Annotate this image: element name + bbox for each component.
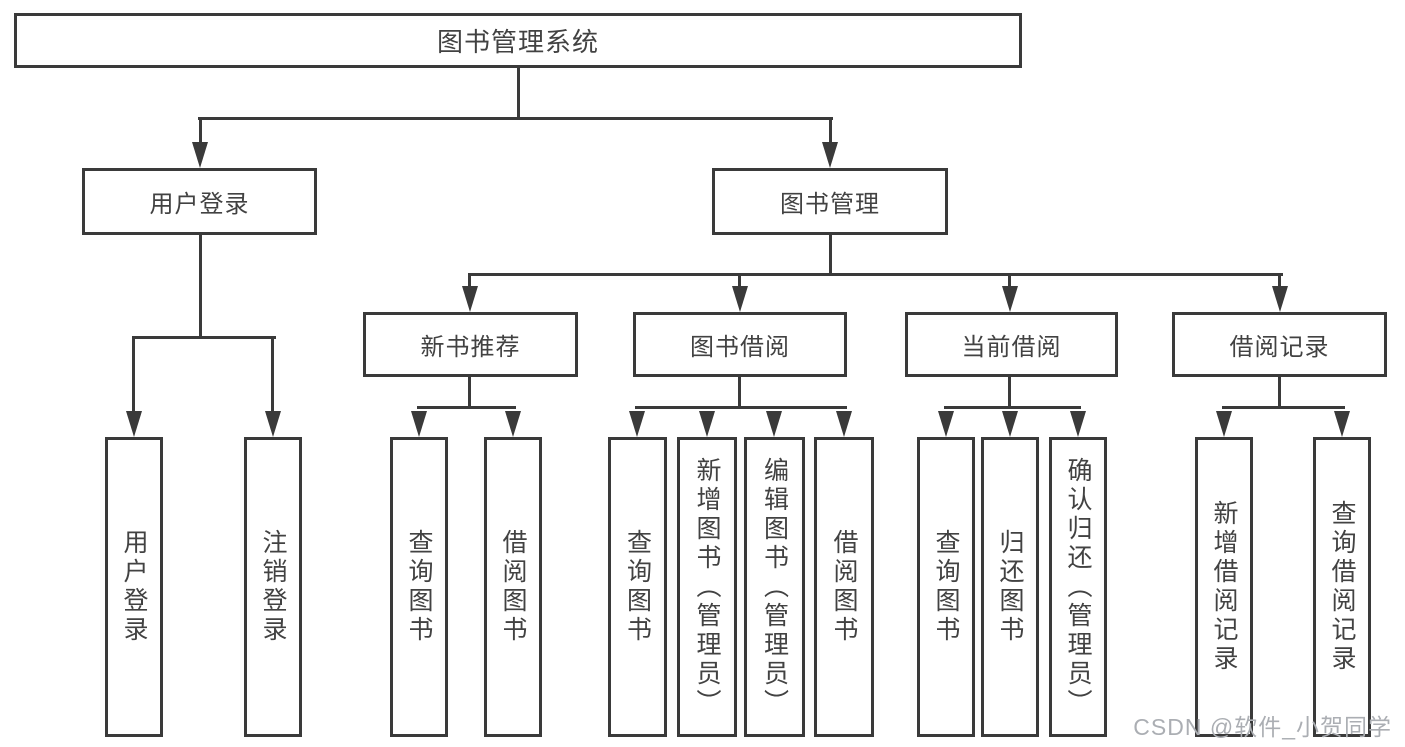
user-login-distributor-line xyxy=(132,336,276,339)
arrowhead-down-icon xyxy=(732,286,748,312)
node-user-login: 用户登录 xyxy=(82,168,317,235)
leaf-logout: 注销登录 xyxy=(244,437,302,737)
arrowhead-down-icon xyxy=(1002,286,1018,312)
arrowhead-down-icon xyxy=(1002,411,1018,437)
node-current-borrow: 当前借阅 xyxy=(905,312,1118,377)
leaf-cb-return-book: 归还图书 xyxy=(981,437,1039,737)
arrowhead-down-icon xyxy=(1272,286,1288,312)
current-borrow-distributor-line xyxy=(944,406,1081,409)
book-mgmt-drop-1 xyxy=(468,273,471,289)
arrowhead-down-icon xyxy=(1334,411,1350,437)
arrowhead-down-icon xyxy=(1216,411,1232,437)
node-book-mgmt: 图书管理 xyxy=(712,168,948,235)
root-drop-left xyxy=(199,117,202,146)
root-stem-line xyxy=(517,68,520,119)
arrowhead-down-icon xyxy=(505,411,521,437)
node-new-book-rec: 新书推荐 xyxy=(363,312,578,377)
borrow-records-stem-line xyxy=(1278,377,1281,409)
leaf-user-login: 用户登录 xyxy=(105,437,163,737)
arrowhead-down-icon xyxy=(629,411,645,437)
arrowhead-down-icon xyxy=(699,411,715,437)
leaf-bb-query-book: 查询图书 xyxy=(608,437,667,737)
new-book-stem-line xyxy=(468,377,471,409)
arrowhead-down-icon xyxy=(192,142,208,168)
leaf-bb-add-book: 新增图书（管理员） xyxy=(677,437,737,737)
book-mgmt-stem-line xyxy=(829,235,832,276)
node-root: 图书管理系统 xyxy=(14,13,1022,68)
book-mgmt-drop-3 xyxy=(1008,273,1011,289)
arrowhead-down-icon xyxy=(938,411,954,437)
arrowhead-down-icon xyxy=(766,411,782,437)
leaf-br-add-record: 新增借阅记录 xyxy=(1195,437,1253,737)
arrowhead-down-icon xyxy=(462,286,478,312)
leaf-cb-query-book: 查询图书 xyxy=(917,437,975,737)
user-login-drop-left xyxy=(132,336,135,413)
user-login-drop-right xyxy=(271,336,274,413)
book-borrow-distributor-line xyxy=(635,406,847,409)
root-drop-right xyxy=(829,117,832,146)
leaf-cb-confirm-return: 确认归还（管理员） xyxy=(1049,437,1107,737)
arrowhead-down-icon xyxy=(822,142,838,168)
csdn-watermark: CSDN @软件_小贺同学 xyxy=(1133,714,1392,740)
user-login-stem-line xyxy=(199,235,202,339)
arrowhead-down-icon xyxy=(126,411,142,437)
current-borrow-stem-line xyxy=(1008,377,1011,409)
book-borrow-stem-line xyxy=(738,377,741,409)
book-mgmt-distributor-line xyxy=(468,273,1283,276)
arrowhead-down-icon xyxy=(836,411,852,437)
arrowhead-down-icon xyxy=(265,411,281,437)
leaf-rec-query-book: 查询图书 xyxy=(390,437,448,737)
new-book-distributor-line xyxy=(417,406,516,409)
leaf-bb-edit-book: 编辑图书（管理员） xyxy=(744,437,805,737)
arrowhead-down-icon xyxy=(411,411,427,437)
borrow-records-distributor-line xyxy=(1222,406,1345,409)
root-distributor-line xyxy=(198,117,833,120)
book-mgmt-drop-4 xyxy=(1278,273,1281,289)
leaf-rec-borrow-book: 借阅图书 xyxy=(484,437,542,737)
arrowhead-down-icon xyxy=(1070,411,1086,437)
node-borrow-records: 借阅记录 xyxy=(1172,312,1387,377)
book-mgmt-drop-2 xyxy=(738,273,741,289)
leaf-bb-lend-book: 借阅图书 xyxy=(814,437,874,737)
leaf-br-query-record: 查询借阅记录 xyxy=(1313,437,1371,737)
node-book-borrow: 图书借阅 xyxy=(633,312,847,377)
